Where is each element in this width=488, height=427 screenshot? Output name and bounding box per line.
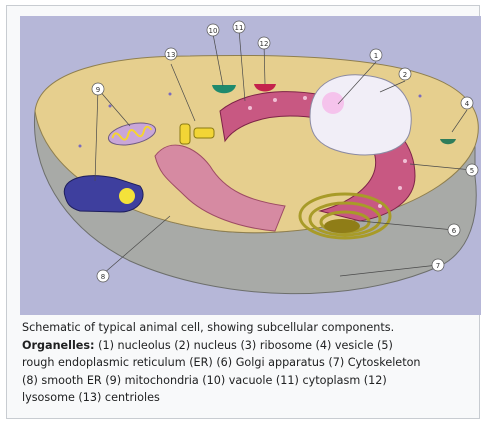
nucleolus <box>322 92 344 114</box>
marker-12 <box>257 36 271 50</box>
marker-group: 1 2 12 4 5 6 7 8 9 10 11 <box>91 20 479 283</box>
figure-caption: Schematic of typical animal cell, showin… <box>22 319 480 407</box>
caption-line-1: Schematic of typical animal cell, showin… <box>22 321 395 334</box>
svg-text:8: 8 <box>101 273 105 281</box>
organelles-label: Organelles: <box>22 338 95 352</box>
svg-text:13: 13 <box>167 51 176 59</box>
figure-frame: 1 2 12 4 5 6 7 8 9 10 11 <box>6 5 481 419</box>
marker-10 <box>206 23 220 37</box>
caption-line-4: (8) smooth ER (9) mitochondria (10) vacu… <box>22 373 387 387</box>
cell-illustration: 1 2 12 4 5 6 7 8 9 10 11 <box>33 20 479 295</box>
svg-text:1: 1 <box>374 52 378 60</box>
marker-13 <box>164 47 178 61</box>
golgi-apparatus <box>298 192 392 240</box>
vesicle <box>440 139 456 145</box>
svg-text:4: 4 <box>465 100 470 108</box>
svg-text:12: 12 <box>260 40 269 48</box>
marker-11 <box>232 20 246 34</box>
vacuole <box>212 85 236 94</box>
caption-line-2-text: (1) nucleolus (2) nucleus (3) ribosome (… <box>94 338 393 352</box>
svg-text:6: 6 <box>452 227 457 235</box>
marker-4 <box>460 96 474 110</box>
caption-line-5: lysosome (13) centrioles <box>22 391 160 405</box>
marker-5 <box>465 163 479 177</box>
mitochondrion <box>107 122 157 146</box>
nucleus <box>309 74 412 156</box>
caption-line-2: Organelles: (1) nucleolus (2) nucleus (3… <box>22 337 480 355</box>
svg-text:2: 2 <box>403 71 407 79</box>
svg-text:5: 5 <box>470 167 474 175</box>
lysosome <box>254 84 276 92</box>
svg-text:9: 9 <box>96 86 100 94</box>
centrioles <box>179 123 215 145</box>
cell-diagram[interactable]: 1 2 12 4 5 6 7 8 9 10 11 <box>20 16 481 315</box>
svg-text:10: 10 <box>209 27 218 35</box>
marker-8 <box>96 269 110 283</box>
caption-line-3: rough endoplasmic reticulum (ER) (6) Gol… <box>22 356 421 370</box>
svg-text:11: 11 <box>235 24 244 32</box>
marker-2 <box>398 67 412 81</box>
marker-1 <box>369 48 383 62</box>
marker-9 <box>91 82 105 96</box>
marker-7 <box>431 258 445 272</box>
marker-6 <box>447 223 461 237</box>
svg-text:7: 7 <box>436 262 440 270</box>
smooth-er <box>154 144 286 232</box>
